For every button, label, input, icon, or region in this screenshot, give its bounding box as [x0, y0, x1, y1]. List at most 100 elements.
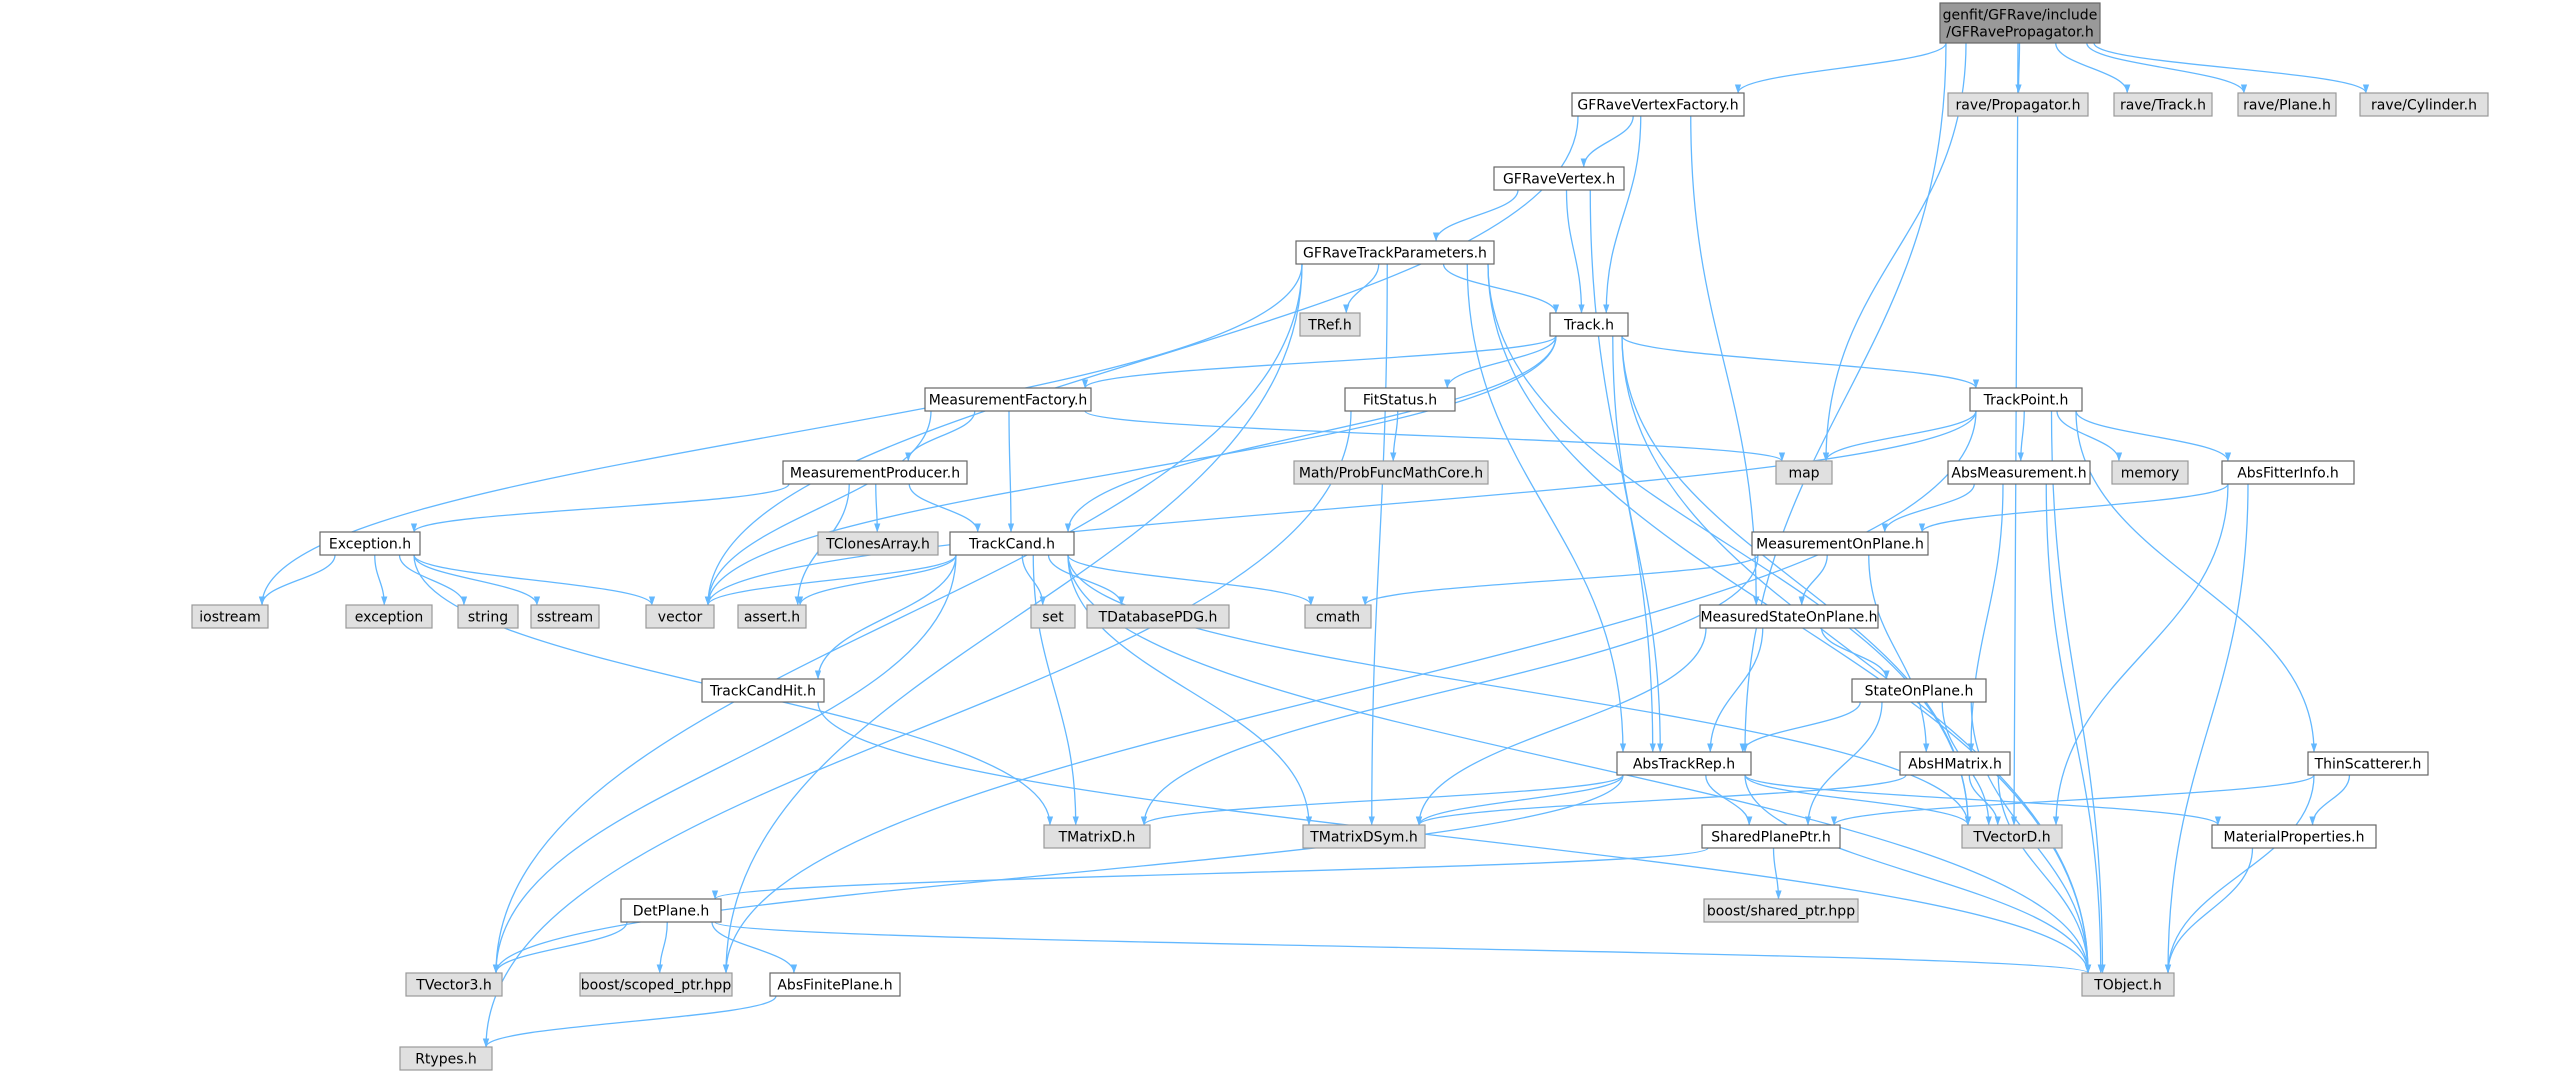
node-iostream: iostream	[191, 604, 269, 629]
node-tclonesarray: TClonesArray.h	[817, 531, 939, 556]
edge-detplane-to-tobject	[714, 921, 2091, 974]
node-box	[620, 898, 722, 923]
node-label: Exception.h	[329, 537, 411, 553]
edge-trackcand-to-cmath	[1067, 554, 1315, 606]
node-box	[2113, 92, 2213, 117]
node-materialprops[interactable]: MaterialProperties.h	[2211, 824, 2377, 849]
edge-absfiniteplane-to-rtypes	[482, 995, 777, 1048]
node-label: rave/Track.h	[2120, 98, 2206, 114]
node-label: GFRaveVertexFactory.h	[1577, 98, 1738, 114]
edge-trackparams-to-boost_scoped	[722, 263, 1303, 974]
node-track[interactable]: Track.h	[1549, 312, 1629, 337]
node-measfactory[interactable]: MeasurementFactory.h	[924, 387, 1092, 412]
node-string: string	[457, 604, 519, 629]
edge-root-to-rave_cylinder	[2093, 42, 2370, 94]
node-label: TRef.h	[1307, 318, 1352, 334]
node-absmeas[interactable]: AbsMeasurement.h	[1947, 460, 2091, 485]
node-abstrackrep[interactable]: AbsTrackRep.h	[1616, 751, 1752, 776]
node-label: map	[1788, 466, 1819, 482]
node-label: MeasuredStateOnPlane.h	[1700, 610, 1877, 626]
edge-trackcand-to-set	[1021, 554, 1046, 606]
edge-trackcand-to-tvectord	[1067, 554, 1972, 826]
node-measproducer[interactable]: MeasurementProducer.h	[782, 460, 968, 485]
node-thinscatterer[interactable]: ThinScatterer.h	[2307, 751, 2429, 776]
edge-trackcand-to-tvector3	[492, 554, 957, 974]
edge-track-to-tvectord	[1621, 335, 1972, 826]
node-label: TMatrixDSym.h	[1309, 830, 1418, 846]
edge-trackcand-to-trackcandhit	[814, 554, 957, 680]
node-measonplane[interactable]: MeasurementOnPlane.h	[1751, 531, 1929, 556]
node-abshmatrix[interactable]: AbsHMatrix.h	[1899, 751, 2011, 776]
node-box	[1969, 387, 2083, 412]
node-probfunc: Math/ProbFuncMathCore.h	[1293, 460, 1489, 485]
node-box	[1030, 604, 1076, 629]
edge-fitstatus-to-probfunc	[1390, 410, 1399, 462]
node-vector: vector	[645, 604, 715, 629]
edge-trackcandhit-to-tobject	[817, 701, 2092, 974]
node-trackcand[interactable]: TrackCand.h	[949, 531, 1075, 556]
node-measstate[interactable]: MeasuredStateOnPlane.h	[1699, 604, 1879, 629]
node-box	[1043, 824, 1151, 849]
edge-sharedplaneptr-to-boost_shared	[1772, 847, 1782, 900]
edge-trackpoint-to-absfitterinfo	[2075, 410, 2232, 462]
edge-trackcand-to-assert	[796, 554, 957, 606]
node-label: TMatrixD.h	[1058, 830, 1136, 846]
edge-root-to-rave_track	[2055, 42, 2131, 94]
node-box	[1947, 92, 2089, 117]
node-box	[2237, 92, 2337, 117]
edge-trackpoint-to-vector	[704, 410, 1977, 606]
node-box	[2081, 972, 2175, 997]
node-tdatabasepdg: TDatabasePDG.h	[1086, 604, 1230, 629]
edge-absfitterinfo-to-tvectord	[2052, 483, 2229, 826]
node-fitstatus[interactable]: FitStatus.h	[1344, 387, 1456, 412]
node-absfiniteplane[interactable]: AbsFinitePlane.h	[769, 972, 901, 997]
node-detplane[interactable]: DetPlane.h	[620, 898, 722, 923]
edge-track-to-trackcand	[1064, 335, 1557, 533]
node-assert: assert.h	[737, 604, 807, 629]
edge-trackpoint-to-absmeas	[2017, 410, 2025, 462]
edge-thinscatterer-to-tobject	[2164, 774, 2315, 974]
node-box	[2211, 824, 2377, 849]
node-label: Track.h	[1563, 318, 1614, 334]
edge-trackcand-to-vector	[704, 554, 957, 606]
node-label: TObject.h	[2093, 978, 2161, 994]
node-boost_shared: boost/shared_ptr.hpp	[1703, 898, 1859, 923]
node-label: sstream	[537, 610, 593, 626]
node-rave_track: rave/Track.h	[2113, 92, 2213, 117]
node-trackparams[interactable]: GFRaveTrackParameters.h	[1295, 240, 1495, 265]
edge-abstrackrep-to-sharedplaneptr	[1705, 774, 1753, 826]
node-ravevertex[interactable]: GFRaveVertex.h	[1493, 166, 1625, 191]
edge-absfitterinfo-to-tobject	[2164, 483, 2249, 974]
node-cmath: cmath	[1304, 604, 1372, 629]
node-label: boost/shared_ptr.hpp	[1707, 904, 1855, 920]
edge-abshmatrix-to-tmatrixdsym	[1416, 774, 1907, 826]
edge-measonplane-to-tmatrixd	[1140, 554, 1759, 826]
edge-measstate-to-stateonplane	[1820, 627, 1890, 680]
edge-measonplane-to-measstate	[1798, 554, 1828, 606]
node-label: TClonesArray.h	[825, 537, 930, 553]
edge-detplane-to-boost_scoped	[656, 921, 668, 974]
edge-stateonplane-to-sharedplaneptr	[1804, 701, 1883, 826]
node-stateonplane[interactable]: StateOnPlane.h	[1851, 678, 1987, 703]
node-rave_cylinder: rave/Cylinder.h	[2359, 92, 2489, 117]
node-root[interactable]: genfit/GFRave/include/GFRavePropagator.h	[1939, 2, 2101, 44]
node-label: GFRaveTrackParameters.h	[1303, 246, 1487, 262]
node-exception[interactable]: Exception.h	[319, 531, 421, 556]
edge-vertexfactory-to-measstate	[1690, 115, 1760, 606]
edge-trackparams-to-tmatrixdsym	[1368, 263, 1388, 826]
edge-track-to-fitstatus	[1444, 335, 1557, 389]
node-trackcandhit[interactable]: TrackCandHit.h	[701, 678, 825, 703]
node-vertexfactory[interactable]: GFRaveVertexFactory.h	[1571, 92, 1745, 117]
edge-abshmatrix-to-tobject	[1997, 774, 2092, 974]
edge-abstrackrep-to-tvector3	[492, 774, 1624, 974]
node-tmatrixdsym: TMatrixDSym.h	[1302, 824, 1426, 849]
node-trackpoint[interactable]: TrackPoint.h	[1969, 387, 2083, 412]
node-map: map	[1775, 460, 1833, 485]
edge-vertexfactory-to-vector	[704, 115, 1579, 606]
node-absfitterinfo[interactable]: AbsFitterInfo.h	[2221, 460, 2355, 485]
node-sharedplaneptr[interactable]: SharedPlanePtr.h	[1701, 824, 1841, 849]
node-box	[1293, 460, 1489, 485]
node-box	[1701, 824, 1841, 849]
edge-abstrackrep-to-tmatrixdsym	[1415, 774, 1624, 826]
